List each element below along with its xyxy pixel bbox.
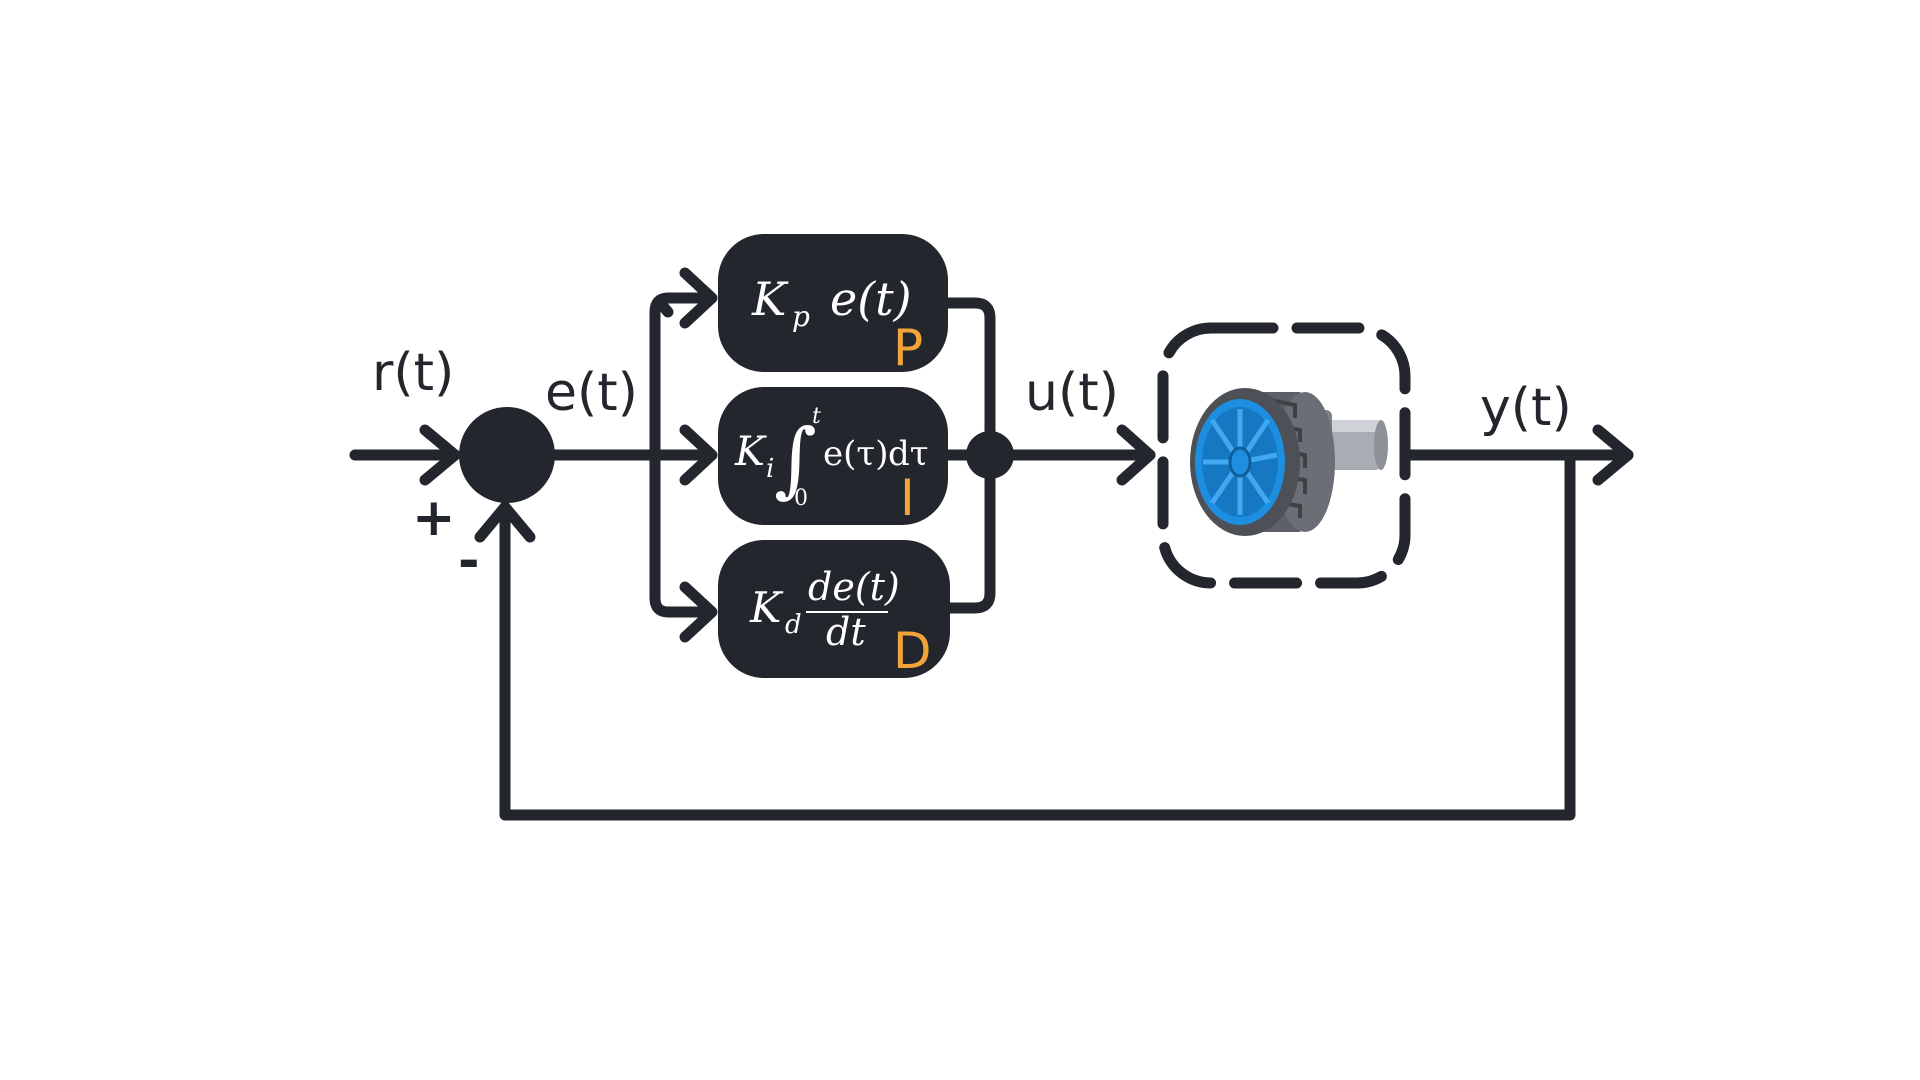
i-integrand: e(τ) bbox=[823, 434, 888, 474]
integral-block: K i ∫ t 0 e(τ) dτ I bbox=[718, 387, 948, 527]
minus-sign: - bbox=[458, 531, 480, 591]
p-expression: e(t) bbox=[830, 272, 912, 326]
reference-arrowhead bbox=[419, 424, 461, 486]
i-differential: dτ bbox=[888, 434, 929, 474]
split-bus bbox=[649, 292, 716, 618]
d-gain: K bbox=[749, 583, 784, 632]
p-tag: P bbox=[893, 319, 923, 377]
derivative-block: K d de(t) dt D bbox=[718, 540, 950, 680]
d-tag: D bbox=[893, 622, 932, 680]
motor-wheel-icon bbox=[1190, 388, 1388, 536]
i-lower-limit: 0 bbox=[794, 486, 808, 511]
p-gain: K bbox=[751, 272, 789, 326]
d-gain-sub: d bbox=[785, 610, 802, 640]
integral-sign: ∫ bbox=[774, 412, 817, 507]
control-label: u(t) bbox=[1025, 363, 1119, 423]
i-tag: I bbox=[900, 469, 915, 527]
d-numerator: de(t) bbox=[808, 565, 900, 609]
i-upper-limit: t bbox=[812, 404, 821, 429]
plus-sign: + bbox=[412, 488, 456, 548]
control-arrowhead bbox=[1116, 424, 1156, 486]
output-arrowhead bbox=[1592, 424, 1634, 486]
proportional-block: K p e(t) P bbox=[718, 234, 948, 377]
i-gain-sub: i bbox=[766, 454, 774, 484]
output-label: y(t) bbox=[1480, 378, 1572, 438]
p-gain-sub: p bbox=[792, 300, 810, 333]
p-arrowhead bbox=[679, 267, 718, 329]
i-arrowhead bbox=[679, 424, 718, 486]
d-denominator: dt bbox=[826, 610, 866, 654]
i-gain: K bbox=[734, 429, 767, 475]
merge-node bbox=[966, 431, 1014, 479]
feedback-path bbox=[499, 449, 1576, 821]
error-label: e(t) bbox=[545, 363, 638, 423]
reference-label: r(t) bbox=[372, 343, 454, 403]
feedback-arrowhead bbox=[474, 501, 536, 543]
summing-junction bbox=[459, 407, 555, 503]
d-arrowhead bbox=[679, 581, 718, 643]
